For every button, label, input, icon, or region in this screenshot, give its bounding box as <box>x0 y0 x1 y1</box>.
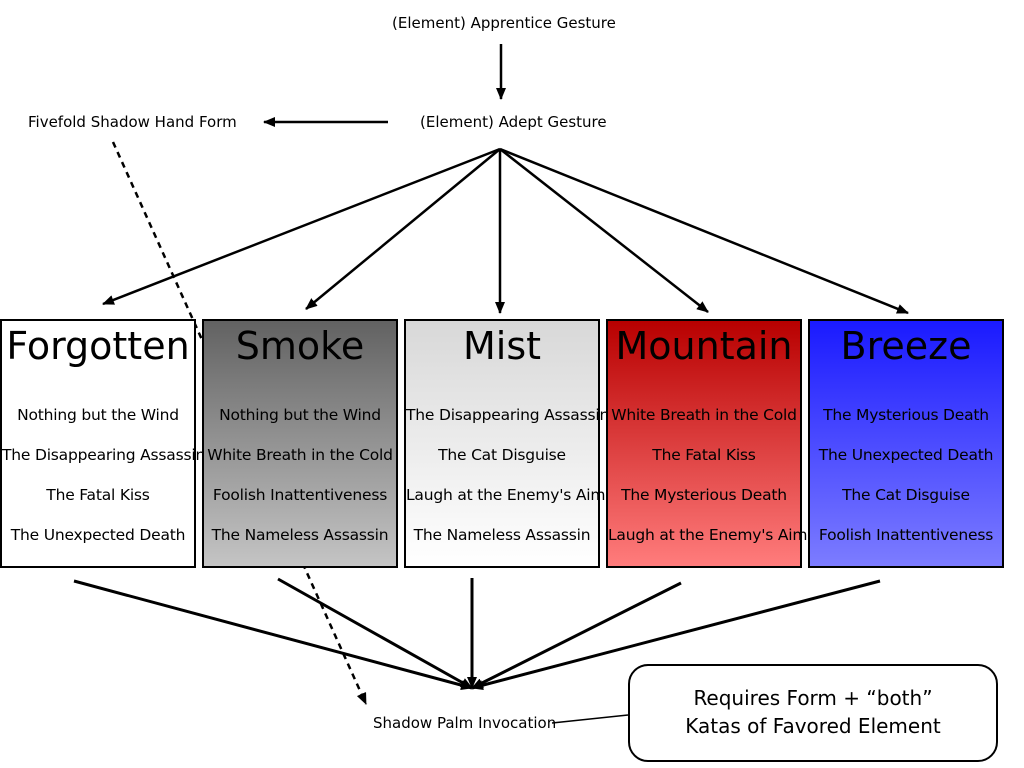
element-box-forgotten: Forgotten Nothing but the Wind The Disap… <box>0 319 206 568</box>
callout-line-2: Katas of Favored Element <box>685 714 941 738</box>
arrow-adept-to-mountain <box>499 148 709 313</box>
node-adept-gesture: (Element) Adept Gesture <box>420 113 607 131</box>
arrow-adept-to-breeze <box>499 147 909 315</box>
kata-item: The Fatal Kiss <box>652 446 756 464</box>
arrow-forgotten-to-shadow-palm <box>73 579 473 690</box>
node-apprentice-gesture: (Element) Apprentice Gesture <box>392 14 616 32</box>
kata-item: The Mysterious Death <box>621 486 787 504</box>
kata-item: The Disappearing Assassin <box>2 446 206 464</box>
kata-item: The Nameless Assassin <box>211 526 389 544</box>
kata-item: Laugh at the Enemy's Aim <box>406 486 606 504</box>
kata-item: The Cat Disguise <box>842 486 970 504</box>
kata-item: Foolish Inattentiveness <box>818 526 994 544</box>
requirement-callout: Requires Form + “both” Katas of Favored … <box>628 664 998 762</box>
kata-item: The Disappearing Assassin <box>406 406 610 424</box>
kata-item: The Unexpected Death <box>818 446 994 464</box>
element-box-smoke: Smoke Nothing but the Wind White Breath … <box>202 319 398 568</box>
arrow-adept-to-forgotten <box>102 147 501 306</box>
box-title: Smoke <box>235 324 365 368</box>
element-box-breeze: Breeze The Mysterious Death The Unexpect… <box>808 319 1004 568</box>
node-shadow-palm-invocation: Shadow Palm Invocation <box>373 714 557 732</box>
kata-item: The Unexpected Death <box>10 526 186 544</box>
kata-item: The Cat Disguise <box>438 446 566 464</box>
element-box-mountain: Mountain White Breath in the Cold The Fa… <box>606 319 808 568</box>
box-title: Breeze <box>840 324 972 368</box>
box-title: Forgotten <box>6 324 190 368</box>
kata-item: Nothing but the Wind <box>17 406 179 424</box>
node-fivefold-shadow-hand-form: Fivefold Shadow Hand Form <box>28 113 237 131</box>
box-title: Mountain <box>615 324 793 368</box>
kata-item: White Breath in the Cold <box>611 406 797 424</box>
kata-item: Laugh at the Enemy's Aim <box>608 526 808 544</box>
kata-item: The Nameless Assassin <box>413 526 591 544</box>
arrow-smoke-to-shadow-palm <box>277 577 473 690</box>
kata-item: White Breath in the Cold <box>207 446 393 464</box>
callout-pointer <box>551 714 629 724</box>
arrow-breeze-to-shadow-palm <box>471 579 881 691</box>
arrow-adept-to-smoke <box>305 148 501 310</box>
kata-item: The Fatal Kiss <box>46 486 150 504</box>
arrow-mountain-to-shadow-palm <box>471 581 682 690</box>
kata-item: Foolish Inattentiveness <box>212 486 388 504</box>
box-title: Mist <box>462 324 542 368</box>
kata-item: The Mysterious Death <box>823 406 989 424</box>
element-box-mist: Mist The Disappearing Assassin The Cat D… <box>404 319 610 568</box>
kata-item: Nothing but the Wind <box>219 406 381 424</box>
callout-line-1: Requires Form + “both” <box>693 686 933 710</box>
